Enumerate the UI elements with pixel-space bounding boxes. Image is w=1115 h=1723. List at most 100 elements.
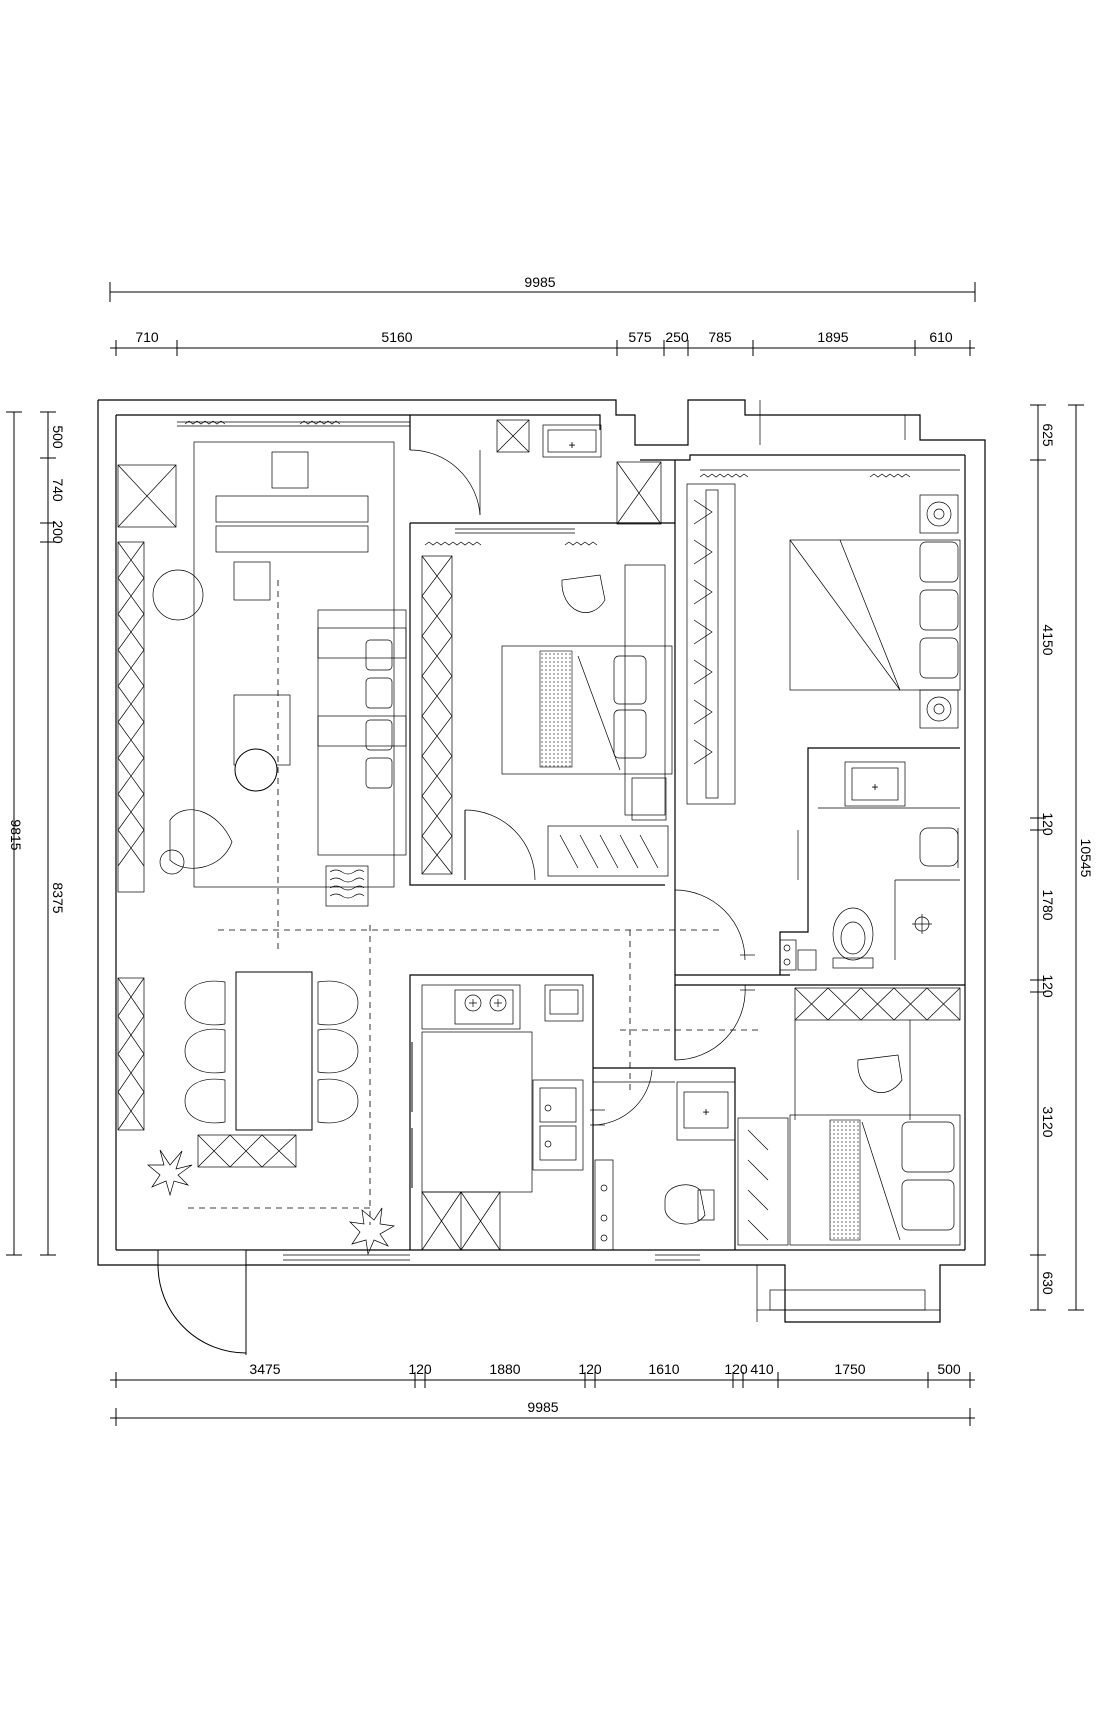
kitchen-counter-top (421, 984, 521, 1030)
master-bath-shelf (779, 939, 797, 971)
bedroom-3-wardrobe (737, 1117, 789, 1246)
bottom-dimension-chain: 3475 120 1880 120 1610 120 410 1750 500 … (110, 1361, 975, 1426)
sideboard (197, 1134, 297, 1168)
bedroom-2-door (464, 809, 536, 881)
dim-bottom-7: 410 (750, 1361, 774, 1377)
master-sink (844, 761, 906, 807)
side-table (271, 451, 309, 489)
door-arc-2 (674, 984, 746, 1061)
kitchen-island (421, 1031, 533, 1193)
dim-right-4: 1780 (1040, 889, 1056, 920)
dim-left-1: 500 (50, 425, 66, 449)
ottoman (233, 561, 271, 601)
shower-drain (912, 914, 932, 934)
entry-area: + (409, 415, 662, 525)
master-wardrobe (686, 483, 736, 805)
dim-bottom-2: 120 (408, 1361, 432, 1377)
wardrobe-2 (421, 555, 453, 875)
lounge-chair (159, 809, 233, 875)
corridor-doors (620, 889, 965, 1090)
dim-right-7: 630 (1040, 1271, 1056, 1295)
squat-toilet (664, 1184, 715, 1225)
storage-box-2 (616, 461, 662, 525)
dining-chairs-right (317, 980, 359, 1124)
guest-sink: + (676, 1081, 736, 1141)
svg-text:+: + (568, 438, 575, 452)
dim-left-2: 740 (50, 478, 66, 502)
entrance-door (157, 1249, 247, 1355)
dim-bottom-total: 9985 (527, 1399, 558, 1415)
entry-sink (542, 424, 602, 458)
bedroom-2 (409, 522, 675, 886)
dim-bottom-1: 3475 (249, 1361, 280, 1377)
dim-bottom-6: 120 (724, 1361, 748, 1377)
kitchen-cabinet (421, 1191, 501, 1251)
fridge (544, 984, 584, 1022)
shower-head (919, 827, 959, 867)
nightstand-2 (631, 777, 667, 821)
dim-right-6: 3120 (1040, 1106, 1056, 1137)
dim-bottom-4: 120 (578, 1361, 602, 1377)
exterior-walls (97, 399, 986, 1323)
bedroom-3 (737, 987, 961, 1246)
chair-2 (561, 574, 606, 613)
bedroom-3-cabinet (794, 987, 961, 1021)
stove (454, 989, 514, 1025)
dim-bottom-3: 1880 (489, 1361, 520, 1377)
tv-cabinet-left (117, 541, 145, 893)
dim-top-6: 1895 (817, 329, 848, 345)
bench-top (215, 495, 369, 523)
chair-3 (857, 1054, 903, 1093)
dim-right-2: 4150 (1040, 624, 1056, 655)
bedroom-2-panel (624, 564, 666, 816)
kitchen (409, 974, 594, 1251)
bed-3 (789, 1114, 961, 1246)
master-bathroom: + (779, 747, 960, 975)
dim-top-1: 710 (135, 329, 159, 345)
living-room (117, 441, 720, 1225)
rug-pattern (325, 865, 369, 907)
kitchen-sink (532, 1079, 584, 1171)
dim-left-total: 9815 (8, 819, 24, 850)
dim-top-total: 9985 (524, 274, 555, 290)
dining-chairs-left (184, 980, 226, 1124)
dim-bottom-8: 1750 (834, 1361, 865, 1377)
dim-right-total: 10545 (1078, 839, 1094, 878)
dim-left-3: 200 (50, 520, 66, 544)
sofa (317, 609, 407, 856)
shower-enclosure (894, 879, 960, 960)
right-dimension-chain: 625 4150 120 1780 120 3120 630 10545 (1030, 404, 1094, 1311)
master-bed (789, 539, 961, 691)
dim-top-2: 5160 (381, 329, 412, 345)
round-table (234, 748, 278, 792)
bedroom-2-hanger (547, 825, 669, 877)
dim-right-5: 120 (1040, 974, 1056, 998)
bed-2 (501, 645, 673, 775)
dining-table (235, 971, 313, 1131)
dim-top-4: 250 (665, 329, 689, 345)
dim-right-3: 120 (1040, 812, 1056, 836)
guest-bath-shelf (594, 1159, 614, 1251)
toilet-master (832, 907, 874, 969)
lamp-top (919, 494, 959, 534)
svg-text:+: + (871, 780, 878, 794)
dim-bottom-5: 1610 (648, 1361, 679, 1377)
dining-area (117, 971, 396, 1256)
dim-left-4: 8375 (50, 882, 66, 913)
plant-2 (349, 1207, 396, 1256)
storage-box-1 (496, 419, 530, 453)
svg-text:+: + (702, 1105, 709, 1119)
dim-top-7: 610 (929, 329, 953, 345)
bench-bottom (215, 525, 369, 553)
dim-bottom-9: 500 (937, 1361, 961, 1377)
dining-side-cabinet (117, 977, 145, 1131)
top-dimension-chain: 9985 710 5160 575 250 785 1895 610 (109, 274, 976, 356)
dim-right-1: 625 (1040, 423, 1056, 447)
lamp-bottom (919, 689, 959, 729)
guest-bathroom: + (590, 1067, 736, 1251)
living-rug (193, 441, 395, 888)
round-stool (152, 569, 204, 621)
plant-1 (147, 1149, 193, 1197)
dim-top-5: 785 (708, 329, 732, 345)
